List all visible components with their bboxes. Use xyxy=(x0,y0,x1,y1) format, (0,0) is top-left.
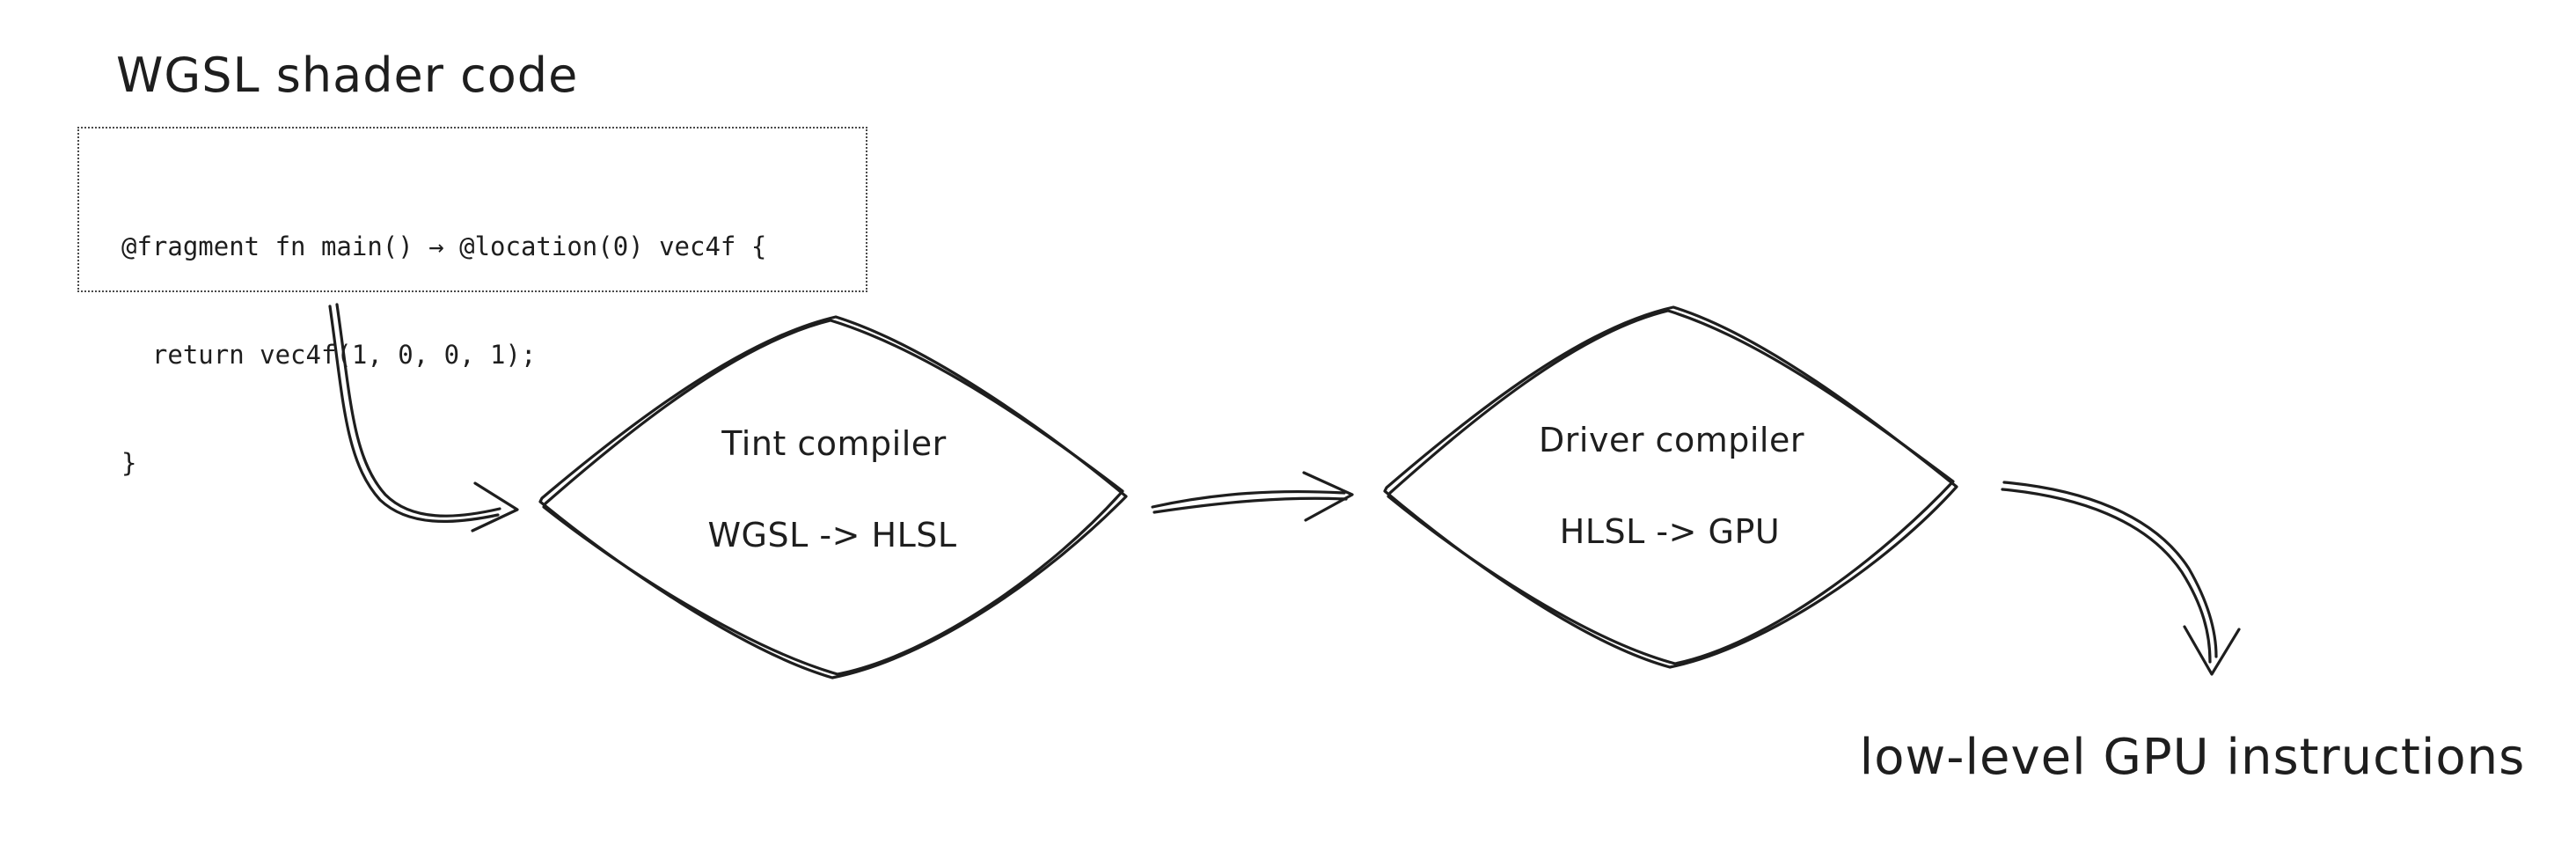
arrow-stroke xyxy=(335,303,501,518)
arrowhead xyxy=(1302,471,1354,522)
code-line: return vec4f(1, 0, 0, 1); xyxy=(121,340,537,370)
diagram-title: WGSL shader code xyxy=(116,48,579,103)
arrow-tint-to-driver-icon xyxy=(1151,471,1354,522)
code-line: } xyxy=(121,448,137,478)
tint-compiler-title: Tint compiler xyxy=(721,424,947,463)
driver-compiler-subtitle: HLSL -> GPU xyxy=(1559,512,1781,551)
output-label: low-level GPU instructions xyxy=(1859,729,2526,786)
arrow-stroke xyxy=(2002,481,2218,658)
arrowhead xyxy=(471,481,519,532)
diamond-stroke xyxy=(538,315,1128,679)
arrow-stroke xyxy=(328,305,500,523)
driver-compiler-title: Driver compiler xyxy=(1539,421,1804,459)
arrow-stroke xyxy=(1153,496,1348,514)
arrow-code-to-tint-icon xyxy=(328,303,519,532)
arrow-stroke xyxy=(1151,489,1346,509)
arrow-driver-to-output-icon xyxy=(2001,481,2241,676)
arrowhead xyxy=(2183,625,2241,676)
tint-compiler-subtitle: WGSL -> HLSL xyxy=(707,516,957,555)
diamond-stroke xyxy=(1383,305,1958,669)
diamond-stroke xyxy=(542,319,1124,676)
driver-diamond-shape xyxy=(1383,305,1958,669)
arrow-stroke xyxy=(2001,488,2212,664)
diamond-stroke xyxy=(1387,309,1955,665)
code-line: @fragment fn main() → @location(0) vec4f… xyxy=(121,231,767,261)
wgsl-code-box: @fragment fn main() → @location(0) vec4f… xyxy=(77,127,867,478)
tint-diamond-shape xyxy=(538,315,1128,679)
